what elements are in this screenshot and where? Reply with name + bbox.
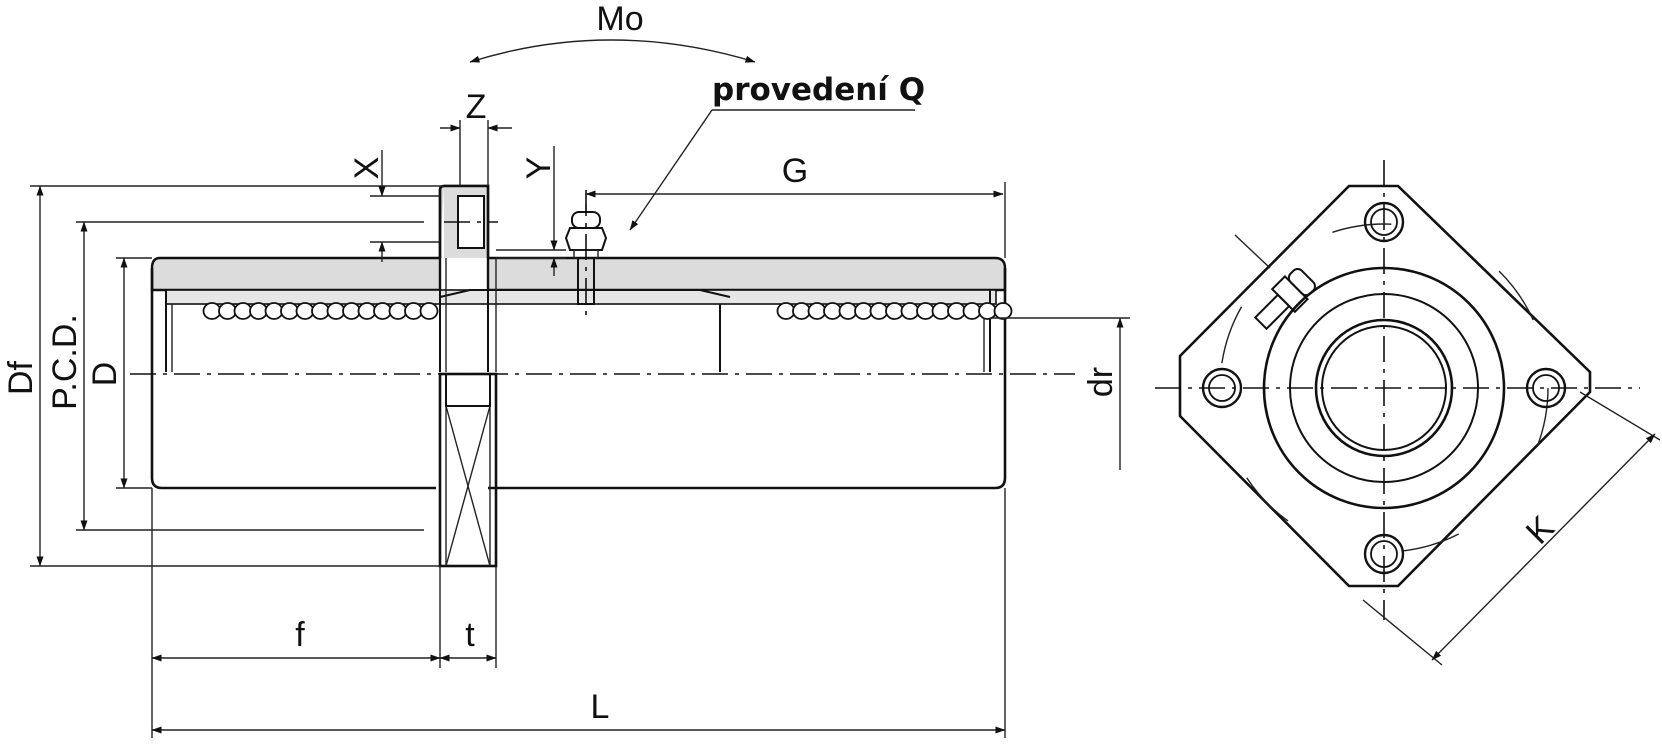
dim-dr: dr — [990, 317, 1130, 470]
label-Y: Y — [520, 157, 558, 180]
dim-X: X — [348, 150, 440, 262]
ball — [869, 302, 889, 320]
body-outer-circle — [1262, 266, 1506, 510]
ball — [388, 302, 408, 320]
sleeve-taper — [439, 289, 731, 298]
grease-nipple-icon — [564, 190, 608, 318]
label-variant: provedení Q — [712, 72, 925, 108]
label-X: X — [348, 157, 386, 180]
ball — [202, 302, 222, 320]
dim-f-t: f t — [151, 488, 497, 738]
label-Df: Df — [2, 360, 40, 395]
bolt-hole — [1201, 367, 1243, 409]
bore-outer-circle — [1314, 318, 1454, 458]
ball — [792, 302, 811, 320]
dim-Y: Y — [496, 146, 566, 276]
ball — [280, 302, 299, 320]
flange-lower — [438, 372, 498, 568]
bolt-hole — [1525, 367, 1567, 409]
housing-section — [150, 256, 442, 292]
ball — [342, 302, 361, 320]
dim-D: D — [86, 257, 152, 489]
dim-PCD: P.C.D. — [46, 221, 424, 531]
ball — [993, 302, 1013, 320]
ball — [931, 302, 951, 320]
bolt-hole — [1363, 533, 1405, 575]
dim-Z: Z — [440, 88, 512, 186]
ball — [357, 302, 377, 320]
dim-L: L — [151, 488, 1006, 738]
ball — [807, 302, 827, 320]
variant-callout: provedení Q — [629, 72, 925, 231]
ball — [264, 302, 284, 320]
bolt-hole — [1370, 208, 1398, 236]
ball — [233, 302, 253, 320]
bore-inner-circle — [1321, 325, 1447, 451]
label-D: D — [86, 362, 124, 387]
ball — [947, 302, 966, 320]
ball — [249, 302, 268, 320]
label-f: f — [295, 616, 305, 654]
label-K: K — [1519, 509, 1562, 552]
label-L: L — [591, 688, 610, 726]
ball — [854, 302, 873, 320]
label-G: G — [782, 152, 808, 190]
bolt-hole — [1532, 374, 1560, 402]
ball-row-left — [202, 302, 439, 320]
label-t: t — [465, 616, 475, 654]
dim-K: K — [1362, 391, 1661, 666]
ball — [978, 302, 997, 320]
bolt-hole — [1208, 374, 1236, 402]
ball — [295, 302, 315, 320]
ball — [311, 302, 330, 320]
housing-section-right — [486, 256, 1007, 292]
bolt-holes — [1201, 201, 1567, 575]
ball — [962, 302, 982, 320]
label-dr: dr — [1082, 367, 1120, 397]
ball — [885, 302, 904, 320]
bolt-hole — [1363, 201, 1405, 243]
label-Z: Z — [466, 88, 487, 126]
front-view: K — [1155, 160, 1661, 666]
ball — [776, 302, 796, 320]
ball — [404, 302, 423, 320]
ball — [419, 302, 439, 320]
moment-arrow-icon: Mo — [469, 0, 756, 63]
flange-square — [1178, 184, 1592, 588]
ball — [218, 302, 237, 320]
dim-Df: Df — [2, 185, 444, 567]
bolt-hole — [1370, 540, 1398, 568]
ball — [373, 302, 392, 320]
grease-nipple-front-icon — [1253, 268, 1316, 331]
ball — [900, 302, 920, 320]
ball — [916, 302, 935, 320]
ball — [823, 302, 842, 320]
label-PCD: P.C.D. — [46, 314, 84, 410]
ball — [326, 302, 346, 320]
body-inner-circle — [1289, 293, 1479, 483]
ball — [838, 302, 858, 320]
body-outline — [150, 268, 1007, 490]
sleeve-band — [165, 289, 997, 305]
label-moment: Mo — [596, 0, 643, 38]
dim-G: G — [585, 152, 1006, 258]
ball-row-right — [776, 302, 1013, 320]
side-view: Df P.C.D. D X Z — [2, 0, 1130, 738]
